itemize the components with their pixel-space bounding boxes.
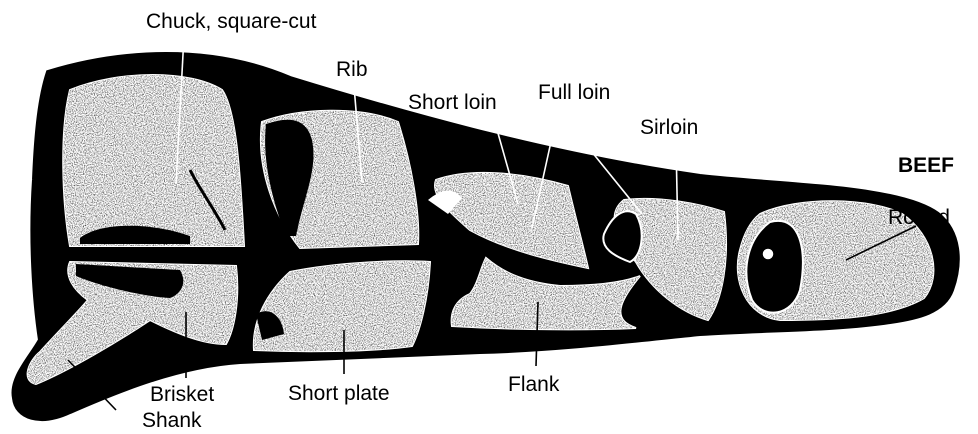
label-rib: Rib: [336, 58, 368, 81]
label-chuck: Chuck, square-cut: [146, 10, 317, 33]
label-round: Round: [888, 206, 950, 229]
chuck-piece: [63, 75, 244, 246]
label-brisket: Brisket: [150, 383, 214, 406]
label-flank: Flank: [508, 373, 560, 396]
label-short-loin: Short loin: [408, 91, 497, 114]
label-species: BEEF: [898, 154, 954, 177]
label-full-loin: Full loin: [538, 81, 610, 104]
rib-piece: [261, 111, 418, 248]
label-sirloin: Sirloin: [640, 116, 698, 139]
label-shank: Shank: [142, 409, 202, 432]
label-short-plate: Short plate: [288, 382, 390, 405]
